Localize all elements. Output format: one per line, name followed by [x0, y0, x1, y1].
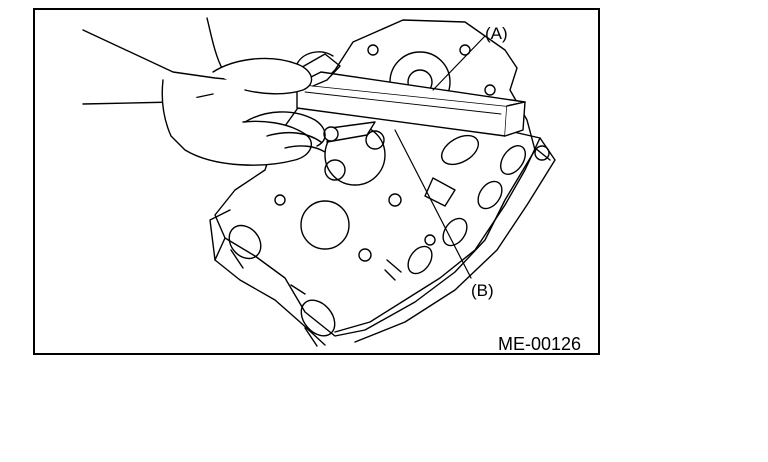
leader-line-b	[394, 129, 472, 279]
leader-line-a	[432, 35, 486, 91]
figure-code: ME-00126	[498, 334, 582, 354]
hands-illustration	[82, 17, 341, 166]
thickness-gauge-icon	[323, 121, 376, 143]
figure-frame: (A) (B) ME-00126	[33, 8, 600, 355]
cylinder-head-illustration	[82, 17, 556, 347]
straight-edge-icon	[296, 71, 526, 137]
callout-label-b: (B)	[471, 281, 494, 300]
callout-label-a: (A)	[485, 24, 508, 43]
